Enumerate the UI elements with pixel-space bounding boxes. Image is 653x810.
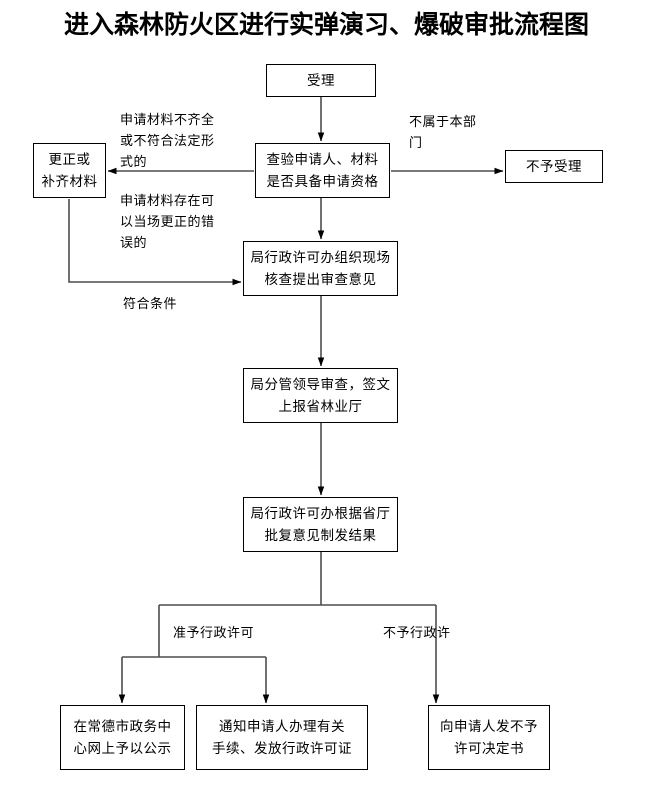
node-onsite-line-2: 核查提出审查意见 xyxy=(264,271,377,288)
edge-label-grant-permit: 准予行政许可 xyxy=(173,626,255,641)
node-issue-denial[interactable]: 向申请人发不予 许可决定书 xyxy=(428,705,550,770)
node-notify-line-2: 手续、发放行政许可证 xyxy=(212,740,352,757)
node-accept-line-1: 受理 xyxy=(307,72,335,89)
edge-label-not-this-department: 不属于本部 门 xyxy=(409,115,477,151)
edge-label-incomplete-materials: 申请材料不齐全 或不符合法定形 式的 xyxy=(120,113,215,170)
node-notify-applicant[interactable]: 通知申请人办理有关 手续、发放行政许可证 xyxy=(196,705,368,770)
node-onsite-line-1: 局行政许可办组织现场 xyxy=(250,249,391,266)
node-verify-line-1: 查验申请人、材料 xyxy=(266,151,379,168)
edge-label-meets-conditions: 符合条件 xyxy=(123,297,178,312)
edge-label-deny-permit: 不予行政许 xyxy=(383,626,451,641)
edge-label-correctable-on-spot: 申请材料存在可 以当场更正的错 误的 xyxy=(120,194,215,251)
node-verify-line-2: 是否具备申请资格 xyxy=(266,173,379,190)
node-denial-line-2: 许可决定书 xyxy=(454,740,524,757)
node-leader-line-1: 局分管领导审查，签文 xyxy=(250,376,391,393)
node-reject-acceptance[interactable]: 不予受理 xyxy=(505,150,603,183)
node-onsite-review[interactable]: 局行政许可办组织现场 核查提出审查意见 xyxy=(243,241,398,296)
node-publicize-line-1: 在常德市政务中 xyxy=(73,718,172,735)
node-denial-line-1: 向申请人发不予 xyxy=(440,718,538,735)
node-publicize-online[interactable]: 在常德市政务中 心网上予以公示 xyxy=(60,705,185,770)
node-notify-line-1: 通知申请人办理有关 xyxy=(219,718,345,735)
node-reject-line-1: 不予受理 xyxy=(526,158,582,175)
node-verify-qualification[interactable]: 查验申请人、材料 是否具备申请资格 xyxy=(255,143,390,198)
node-publicize-line-2: 心网上予以公示 xyxy=(73,740,172,757)
node-leader-review[interactable]: 局分管领导审查，签文 上报省林业厅 xyxy=(243,368,398,423)
node-result-line-1: 局行政许可办根据省厅 xyxy=(250,505,391,522)
node-correct-line-2: 补齐材料 xyxy=(41,173,98,190)
node-result-line-2: 批复意见制发结果 xyxy=(264,527,377,544)
node-issue-result[interactable]: 局行政许可办根据省厅 批复意见制发结果 xyxy=(243,497,398,552)
node-correct-line-1: 更正或 xyxy=(48,151,91,168)
page-title: 进入森林防火区进行实弹演习、爆破审批流程图 xyxy=(63,10,589,39)
node-correct-materials[interactable]: 更正或 补齐材料 xyxy=(33,143,106,198)
node-accept[interactable]: 受理 xyxy=(266,64,376,97)
node-leader-line-2: 上报省林业厅 xyxy=(278,398,363,415)
